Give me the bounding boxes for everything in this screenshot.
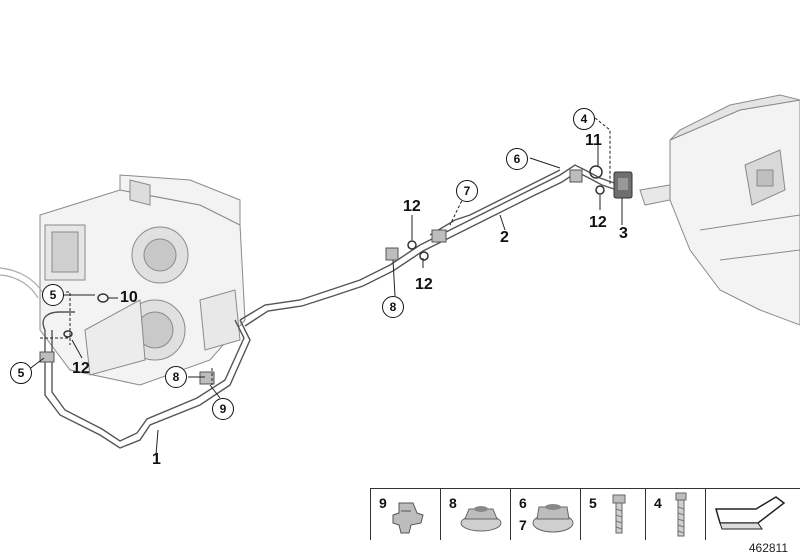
heater-unit: [39, 174, 246, 386]
leader-lines: [27, 117, 623, 456]
clamps: [39, 169, 583, 385]
refrigerant-line-1: [42, 311, 251, 449]
legend-number-5: 5: [589, 495, 597, 511]
hex-nut-icon: [460, 506, 502, 532]
legend-cell-5: 5: [581, 489, 646, 540]
legend-cell-6-7: 6 7: [511, 489, 581, 540]
callout-8-center: 8: [382, 296, 404, 318]
callout-12-right: 12: [589, 214, 607, 231]
callout-8-left: 8: [165, 366, 187, 388]
callout-1: 1: [152, 451, 161, 468]
callout-12-bottom: 12: [415, 276, 433, 293]
legend-cell-4: 4: [646, 489, 706, 540]
callout-7: 7: [456, 180, 478, 202]
callout-10: 10: [120, 289, 138, 306]
callout-12-top: 12: [403, 198, 421, 215]
callout-6: 6: [506, 148, 528, 170]
bolt-icon: [612, 494, 626, 534]
bolt-icon: [675, 492, 687, 537]
legend-cell-9: 9: [371, 489, 441, 540]
aux-pipe: [0, 267, 43, 299]
arrow-icon: [715, 496, 786, 530]
legend-number-6: 6: [519, 495, 527, 511]
callout-4: 4: [573, 108, 595, 130]
legend-number-8: 8: [449, 495, 457, 511]
legend-number-4: 4: [654, 495, 662, 511]
legend-cell-8: 8: [441, 489, 511, 540]
clip-icon: [392, 502, 424, 534]
battery-housing: [639, 94, 800, 326]
callout-11: 11: [585, 132, 602, 149]
callout-12-left: 12: [72, 360, 90, 377]
callout-3: 3: [619, 225, 628, 242]
legend-number-7: 7: [519, 517, 527, 533]
callout-5-lower: 5: [10, 362, 32, 384]
callout-9: 9: [212, 398, 234, 420]
expansion-valve: [613, 171, 633, 199]
document-number: 462811: [748, 541, 788, 555]
collar-nut-icon: [532, 504, 574, 533]
legend-number-9: 9: [379, 495, 387, 511]
callout-2: 2: [500, 229, 509, 246]
refrigerant-line-2: [239, 164, 621, 327]
parts-legend: 9 8 6 7 5 4: [370, 488, 800, 540]
callout-5-upper: 5: [42, 284, 64, 306]
legend-cell-arrow: [706, 489, 799, 540]
